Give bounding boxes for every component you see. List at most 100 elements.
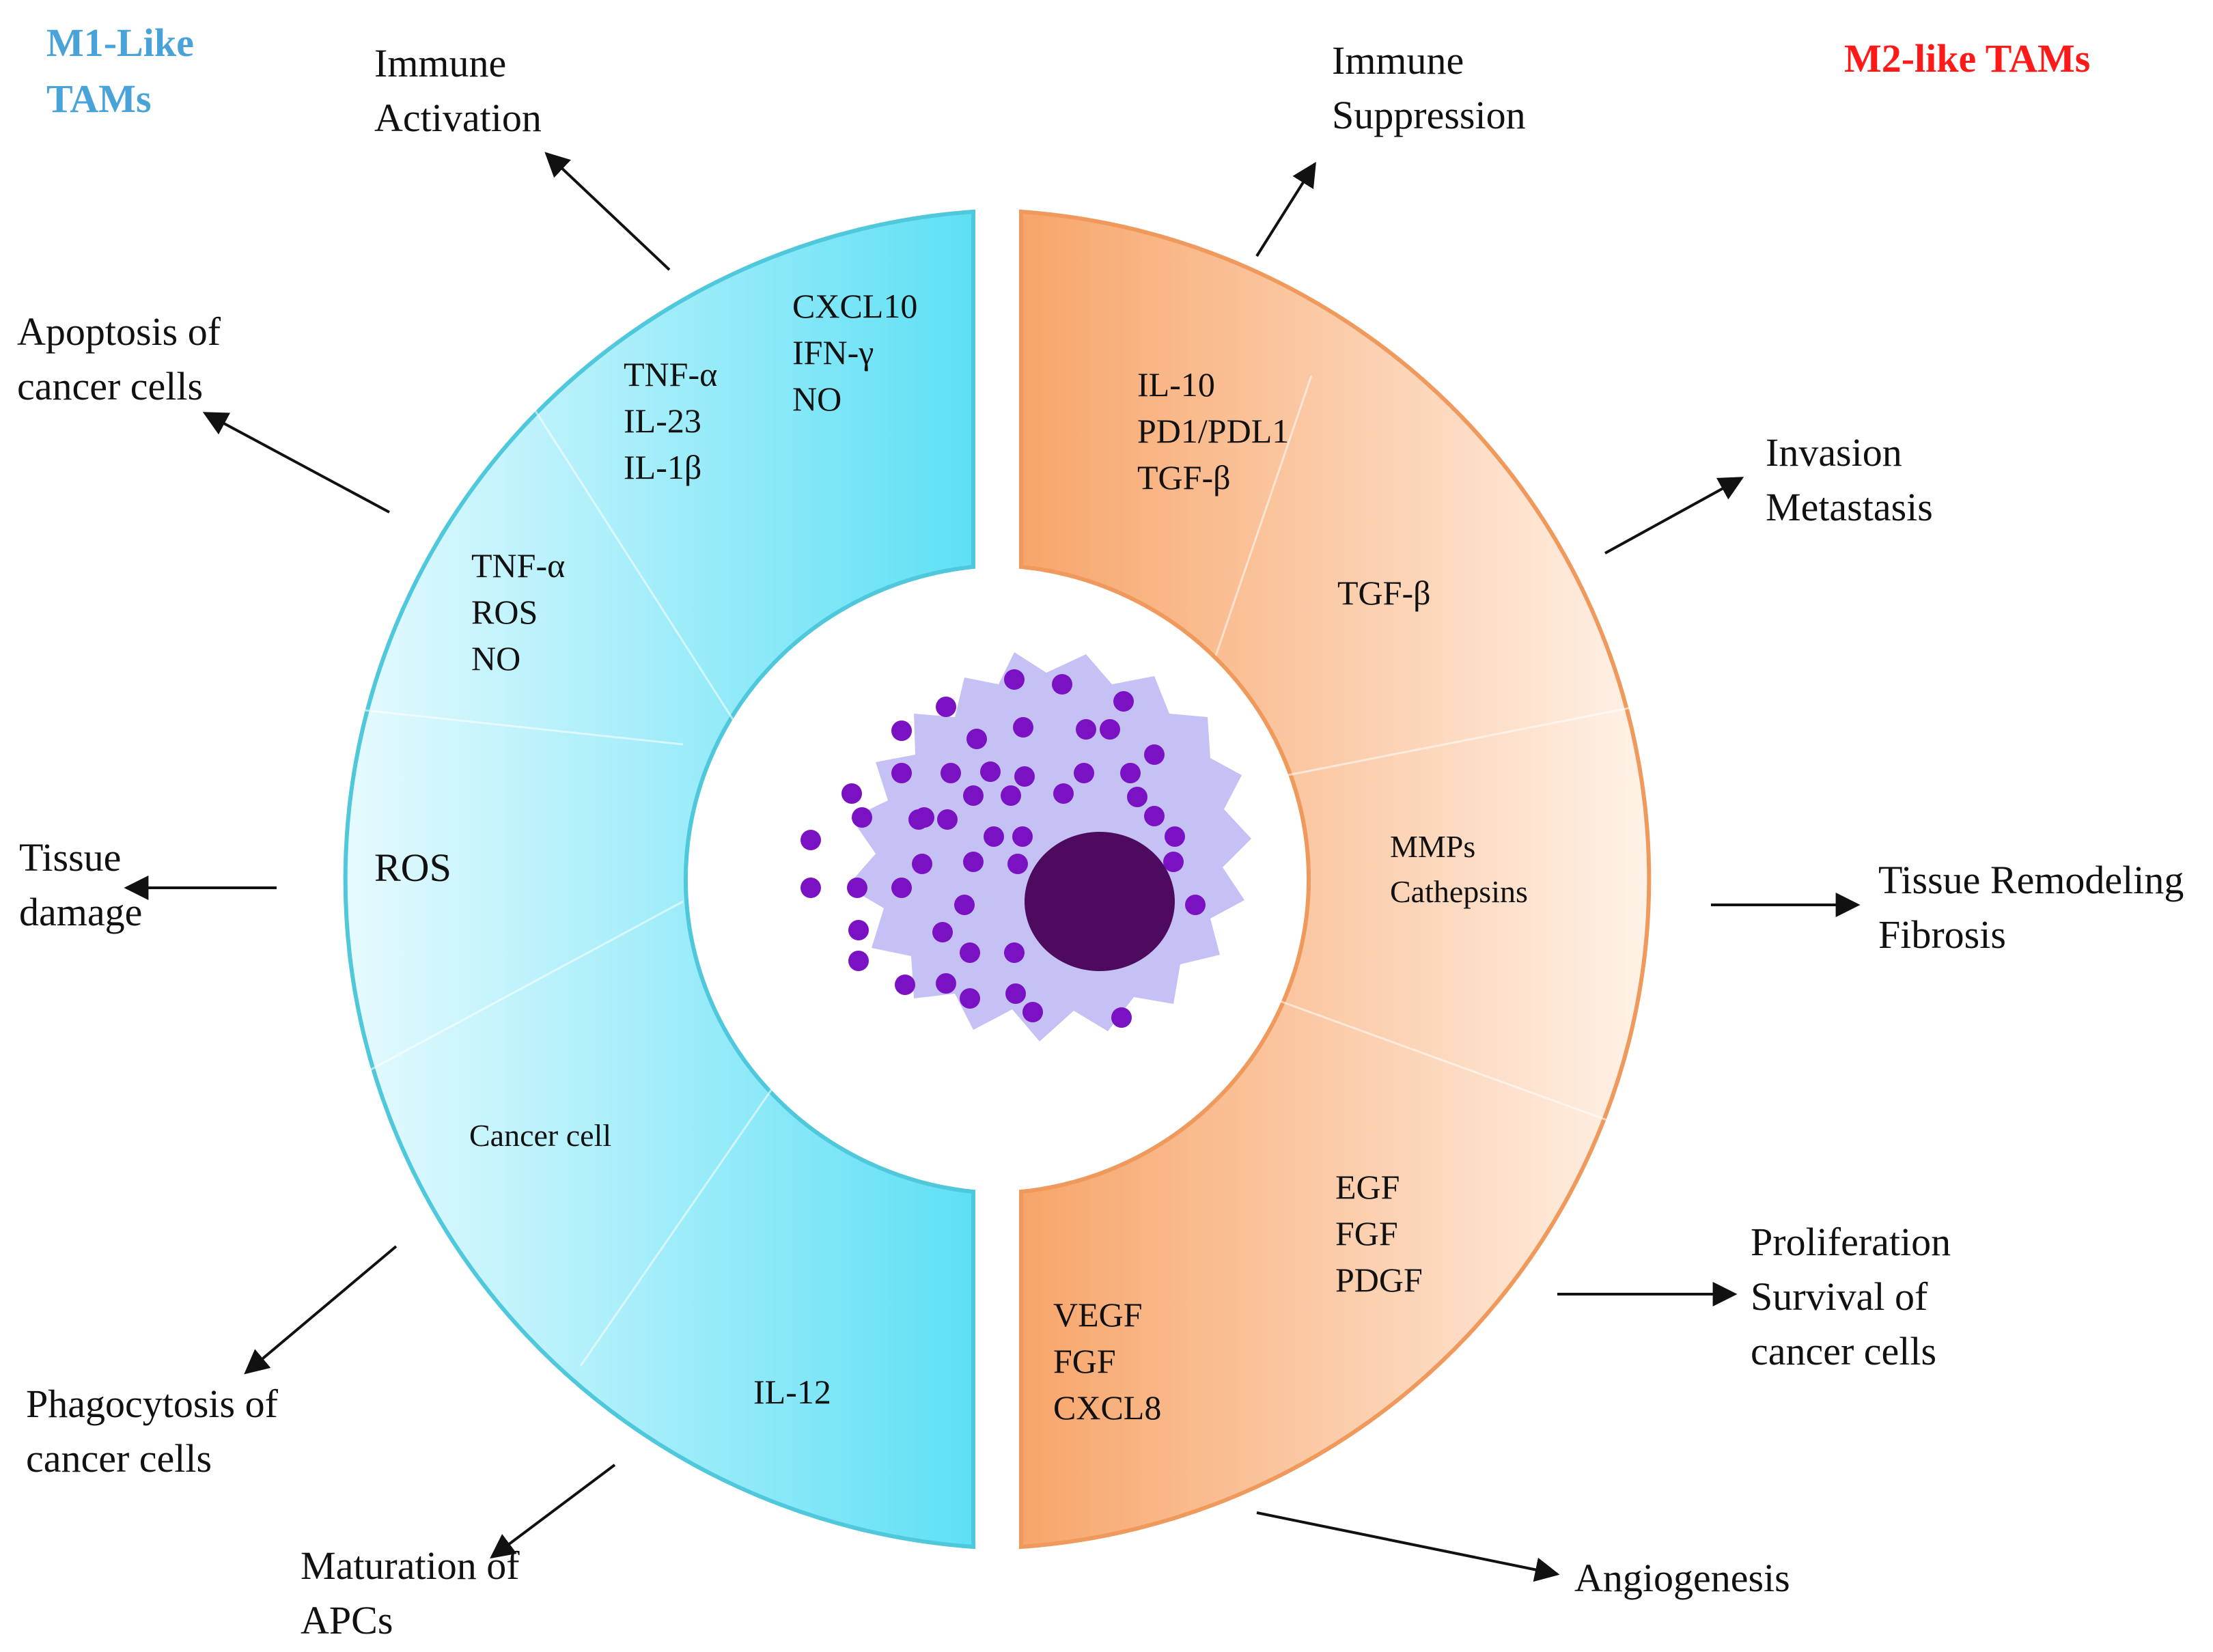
m1-half-ring [343,209,975,1550]
label-line: Invasion [1766,430,1902,475]
label-phagocytosis: Phagocytosis of cancer cells [26,1382,288,1481]
granule [801,830,821,850]
label-invasion: Invasion Metastasis [1766,430,1933,529]
mediator-line: TGF-β [1137,458,1231,496]
label-immune-suppression: Immune Suppression [1332,38,1526,137]
label-line: Tissue Remodeling [1878,858,2184,902]
granule [1113,691,1134,712]
granule [960,988,980,1009]
granule [908,809,929,830]
outcome-arrows [124,152,1861,1582]
granule [891,878,912,898]
granule [1144,806,1165,826]
granule [966,729,987,749]
m2-mediators-growth: EGF FGF PDGF [1335,1168,1423,1299]
mediator-line: FGF [1053,1342,1116,1380]
label-line: Fibrosis [1878,912,2006,957]
arrow-apoptosis [202,412,390,514]
label-line: damage [19,890,142,934]
granule [1007,854,1028,874]
m1-title-line: TAMs [46,76,152,121]
granule [841,783,862,804]
m2-mediator-tgf: TGF-β [1337,574,1431,612]
label-remodeling: Tissue Remodeling Fibrosis [1878,858,2194,957]
granule [848,920,869,940]
mediator-line: Cathepsins [1390,874,1528,909]
mediator-line: TNF-α [624,355,717,393]
label-line: Tissue [19,835,121,880]
m2-mediators-vegf: VEGF FGF CXCL8 [1053,1296,1161,1427]
granule [1012,826,1033,847]
m1-mediator-cancer-cell: Cancer cell [469,1118,611,1153]
arrow-invasion [1604,477,1744,555]
granule [1001,785,1021,806]
granule [1111,1007,1132,1028]
granule [1144,744,1165,765]
granule [1100,719,1120,740]
granule [932,922,953,942]
label-line: Suppression [1332,93,1526,137]
granule [895,975,915,995]
granule [963,785,984,806]
label-maturation: Maturation of APCs [301,1543,529,1642]
label-line: Immune [1332,38,1464,83]
granule [936,697,956,717]
mediator-line: PD1/PDL1 [1137,412,1289,450]
m1-mediator-il12: IL-12 [753,1373,831,1411]
mediator-line: CXCL10 [792,287,917,325]
m2-title: M2-like TAMs [1844,36,2090,81]
mediator-line: MMPs [1390,829,1475,864]
m1-title: M1-Like TAMs [46,20,204,121]
cell-nucleus [1025,832,1175,971]
granule [1185,895,1206,915]
granule [891,720,912,741]
label-tissue-damage: Tissue damage [19,835,142,934]
granule [1163,852,1184,872]
m1-title-line: M1-Like [46,20,194,65]
granule [1005,983,1026,1004]
granule [852,807,872,828]
label-line: cancer cells [17,364,203,408]
granule [1004,942,1025,963]
label-line: cancer cells [1751,1329,1936,1373]
mediator-line: TNF-α [471,546,565,585]
label-line: APCs [301,1598,393,1642]
granule [1076,719,1096,740]
granule [848,951,869,971]
granule [1052,674,1072,695]
label-line: Phagocytosis of [26,1382,279,1426]
mediator-line: IL-23 [624,402,701,440]
mediator-line: PDGF [1335,1261,1423,1299]
granule [1013,717,1033,738]
granule [801,878,821,898]
granule [912,854,932,874]
granule [937,809,958,830]
m2-mediators-top: IL-10 PD1/PDL1 TGF-β [1137,365,1298,496]
arrow-immune-activation [544,152,671,271]
mediator-line: IL-1β [624,448,701,486]
granule [1014,766,1035,787]
m2-half-ring [1019,209,1652,1550]
mediator-line: VEGF [1053,1296,1143,1334]
mediator-line: CXCL8 [1053,1388,1161,1427]
granule [1165,826,1185,847]
granule [1004,669,1025,690]
label-apoptosis: Apoptosis of cancer cells [17,309,231,408]
mediator-line: NO [471,639,520,677]
macrophage-cell [801,652,1251,1041]
label-line: Metastasis [1766,485,1933,529]
mediator-line: EGF [1335,1168,1400,1206]
label-line: Activation [374,96,542,140]
granule [1127,787,1147,807]
granule [1074,763,1094,783]
label-line: cancer cells [26,1436,212,1481]
granule [980,761,1001,782]
mediator-line: IL-10 [1137,365,1215,404]
m1-mediators-middle: TNF-α ROS NO [471,546,574,677]
granule [1022,1002,1043,1022]
label-line: Immune [374,41,506,85]
granule [847,878,867,898]
mediator-line: NO [792,380,841,418]
granule [941,763,961,783]
